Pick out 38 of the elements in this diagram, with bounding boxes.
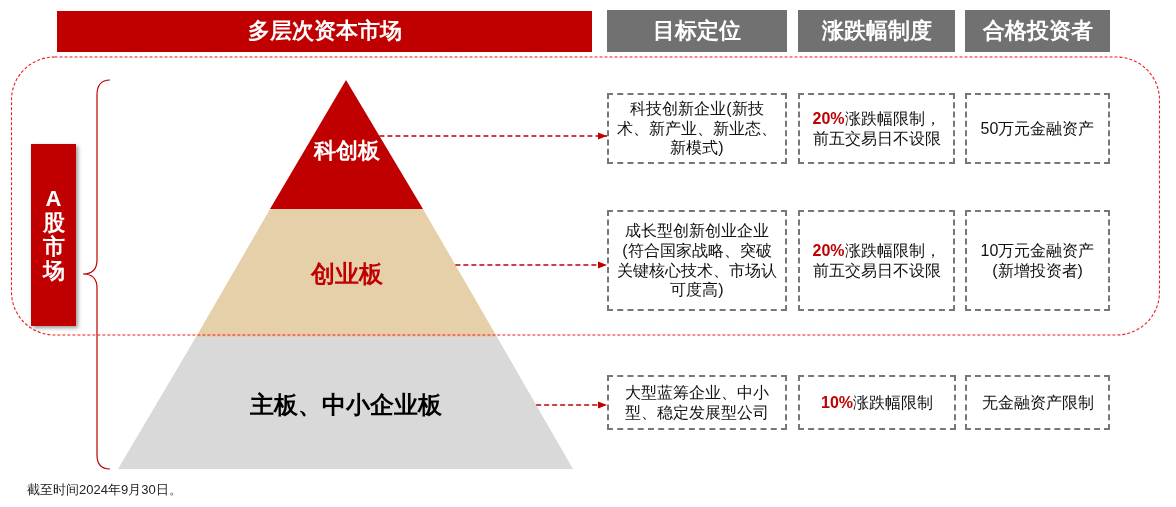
tier-label: 创业板 — [310, 260, 383, 288]
header-text: 多层次资本市场 — [247, 18, 402, 45]
column-header — [607, 10, 787, 52]
info-text: 大型蓝筹企业、中小型、稳定发展型公司 — [624, 383, 770, 422]
info-box — [798, 93, 955, 164]
info-text: 20%涨跌幅限制，前五交易日不设限 — [811, 109, 942, 148]
header-text: 目标定位 — [653, 17, 741, 45]
pyramid-tier — [118, 337, 573, 469]
info-box — [798, 375, 956, 430]
header-text: 涨跌幅制度 — [821, 17, 932, 45]
info-box — [607, 375, 787, 430]
column-header — [965, 10, 1110, 52]
info-box — [607, 210, 787, 311]
info-text: 成长型创新创业企业(符合国家战略、突破关键核心技术、市场认可度高) — [617, 221, 777, 300]
pyramid-tier — [270, 80, 423, 209]
info-text: 科技创新企业(新技术、新产业、新业态、新模式) — [617, 99, 777, 158]
header-text: 合格投资者 — [982, 17, 1093, 45]
info-text: 无金融资产限制 — [981, 392, 1094, 413]
info-text: 10万元金融资产(新增投资者) — [979, 241, 1096, 280]
vertical-label-bar — [31, 144, 76, 326]
source-note: 截至时间2024年9月30日。 — [27, 481, 182, 499]
info-box — [798, 210, 955, 311]
info-box — [965, 210, 1110, 311]
dashed-arrow — [535, 401, 608, 409]
pyramid-tier — [196, 209, 497, 337]
dashed-arrow — [454, 261, 608, 269]
tier-label: 科创板 — [313, 138, 380, 164]
section-header-bar — [57, 11, 592, 52]
vertical-label: A股市场 — [42, 186, 65, 284]
tier-label: 主板、中小企业板 — [249, 391, 442, 419]
dashed-arrow — [378, 132, 608, 140]
info-text: 20%涨跌幅限制，前五交易日不设限 — [811, 241, 942, 280]
info-text: 50万元金融资产 — [980, 118, 1095, 139]
info-box — [965, 375, 1110, 430]
column-header — [798, 10, 955, 52]
info-box — [965, 93, 1110, 164]
info-box — [607, 93, 787, 164]
info-text: 10%涨跌幅限制 — [821, 392, 933, 413]
